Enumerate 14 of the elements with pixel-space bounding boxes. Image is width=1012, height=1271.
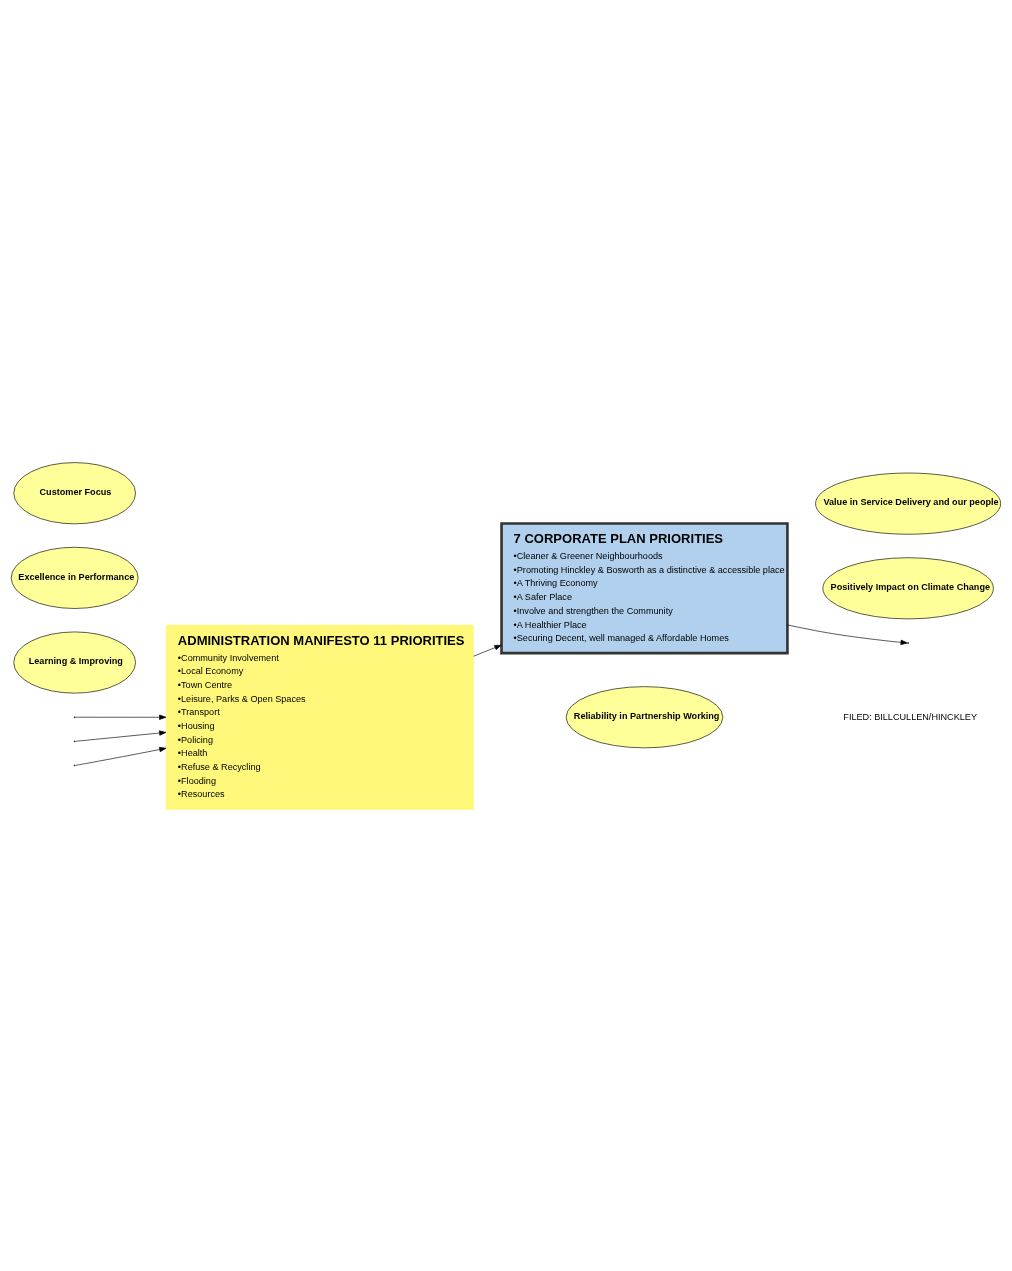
arrow xyxy=(473,644,502,656)
node-ellipse: Positively Impact on Climate Change xyxy=(822,556,994,619)
label: FILED: BILLCULLEN/HINCKLEY xyxy=(843,711,977,722)
node-ellipse: Customer Focus xyxy=(13,461,136,524)
node-ellipse: Learning & Improving xyxy=(13,631,136,693)
arrow xyxy=(75,714,167,720)
arrow xyxy=(75,746,167,766)
node-ellipse: Reliability in Partnership Working xyxy=(565,685,724,748)
arrow xyxy=(75,729,167,742)
node-box: ADMINISTRATION MANIFESTO 11 PRIORITIES •Community Involvement •Local Economy •Town Centre •Leisure, Parks & Open Spaces •Transport •Housing •Policing •Health •Refuse & Recycling •Flooding •Resources xyxy=(165,624,474,810)
node-ellipse: Value in Service Delivery and our people xyxy=(815,472,1002,535)
node-ellipse: Excellence in Performance xyxy=(10,546,139,609)
arrow xyxy=(787,624,908,645)
node-box: 7 CORPORATE PLAN PRIORITIES •Cleaner & Greener Neighbourhoods •Promoting Hinckley & Bosworth as a distinctive & accessible place •A Thriving Economy •A Safer Place •Involve and strengthen the Community •A Healthier Place •Securing Decent, well managed & Affordable Homes xyxy=(500,521,789,654)
